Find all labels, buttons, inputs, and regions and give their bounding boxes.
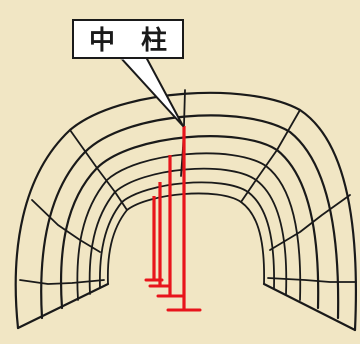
ground-right [264,284,355,330]
hoop-6 [100,182,274,288]
tunnel-purlins [20,90,356,284]
callout-pointer [120,57,183,126]
purlin-right-low [268,278,356,282]
hoop-7 [108,193,264,284]
tunnel-hoops [16,93,356,330]
ground-left [18,284,108,328]
ground-lines [18,284,355,330]
hoop-4 [77,153,300,300]
callout-label: 中 柱 [89,26,167,56]
purlin-right-mid [270,195,350,250]
hoop-1 [16,93,356,330]
hoop-5 [90,169,287,294]
